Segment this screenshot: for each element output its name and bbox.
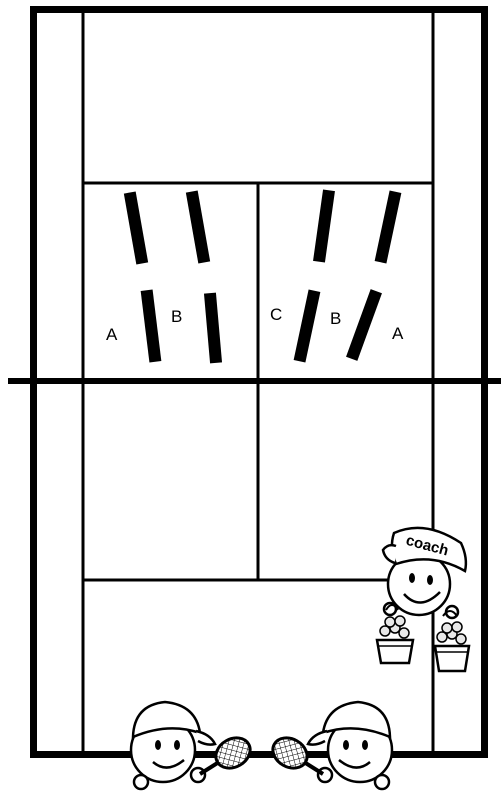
target-bar-icon: [294, 290, 321, 363]
target-bar-icon: [346, 289, 382, 361]
target-label-left-a: A: [106, 325, 118, 344]
target-label-right-b: B: [330, 309, 341, 328]
target-label-right-c: C: [270, 305, 282, 324]
player-cap-brim: [196, 731, 215, 745]
target-bar-icon: [141, 290, 162, 363]
player-eye: [362, 740, 368, 750]
target-bar-icon: [186, 191, 210, 264]
coach-icon: coach: [377, 528, 469, 671]
player-icon: [131, 702, 256, 789]
target-label-right-a: A: [392, 324, 404, 343]
coach-cap-brim: [383, 545, 396, 563]
player-hand: [134, 775, 148, 789]
ball-basket-icon: [435, 611, 469, 671]
coach-eye: [427, 575, 433, 585]
target-bar-icon: [204, 293, 222, 364]
target-bar-icon: [375, 191, 402, 264]
player-eye: [155, 740, 161, 750]
target-label-left-b: B: [171, 307, 182, 326]
target-bars: [124, 190, 402, 364]
player-eye: [343, 740, 349, 750]
player-eye: [174, 740, 180, 750]
target-bar-icon: [313, 190, 335, 263]
court-lines: [8, 9, 501, 755]
coach-eye: [409, 573, 415, 583]
player-hand: [375, 775, 389, 789]
target-bar-icon: [124, 192, 148, 265]
player-cap-brim: [308, 731, 327, 745]
player-icon: [267, 702, 392, 789]
